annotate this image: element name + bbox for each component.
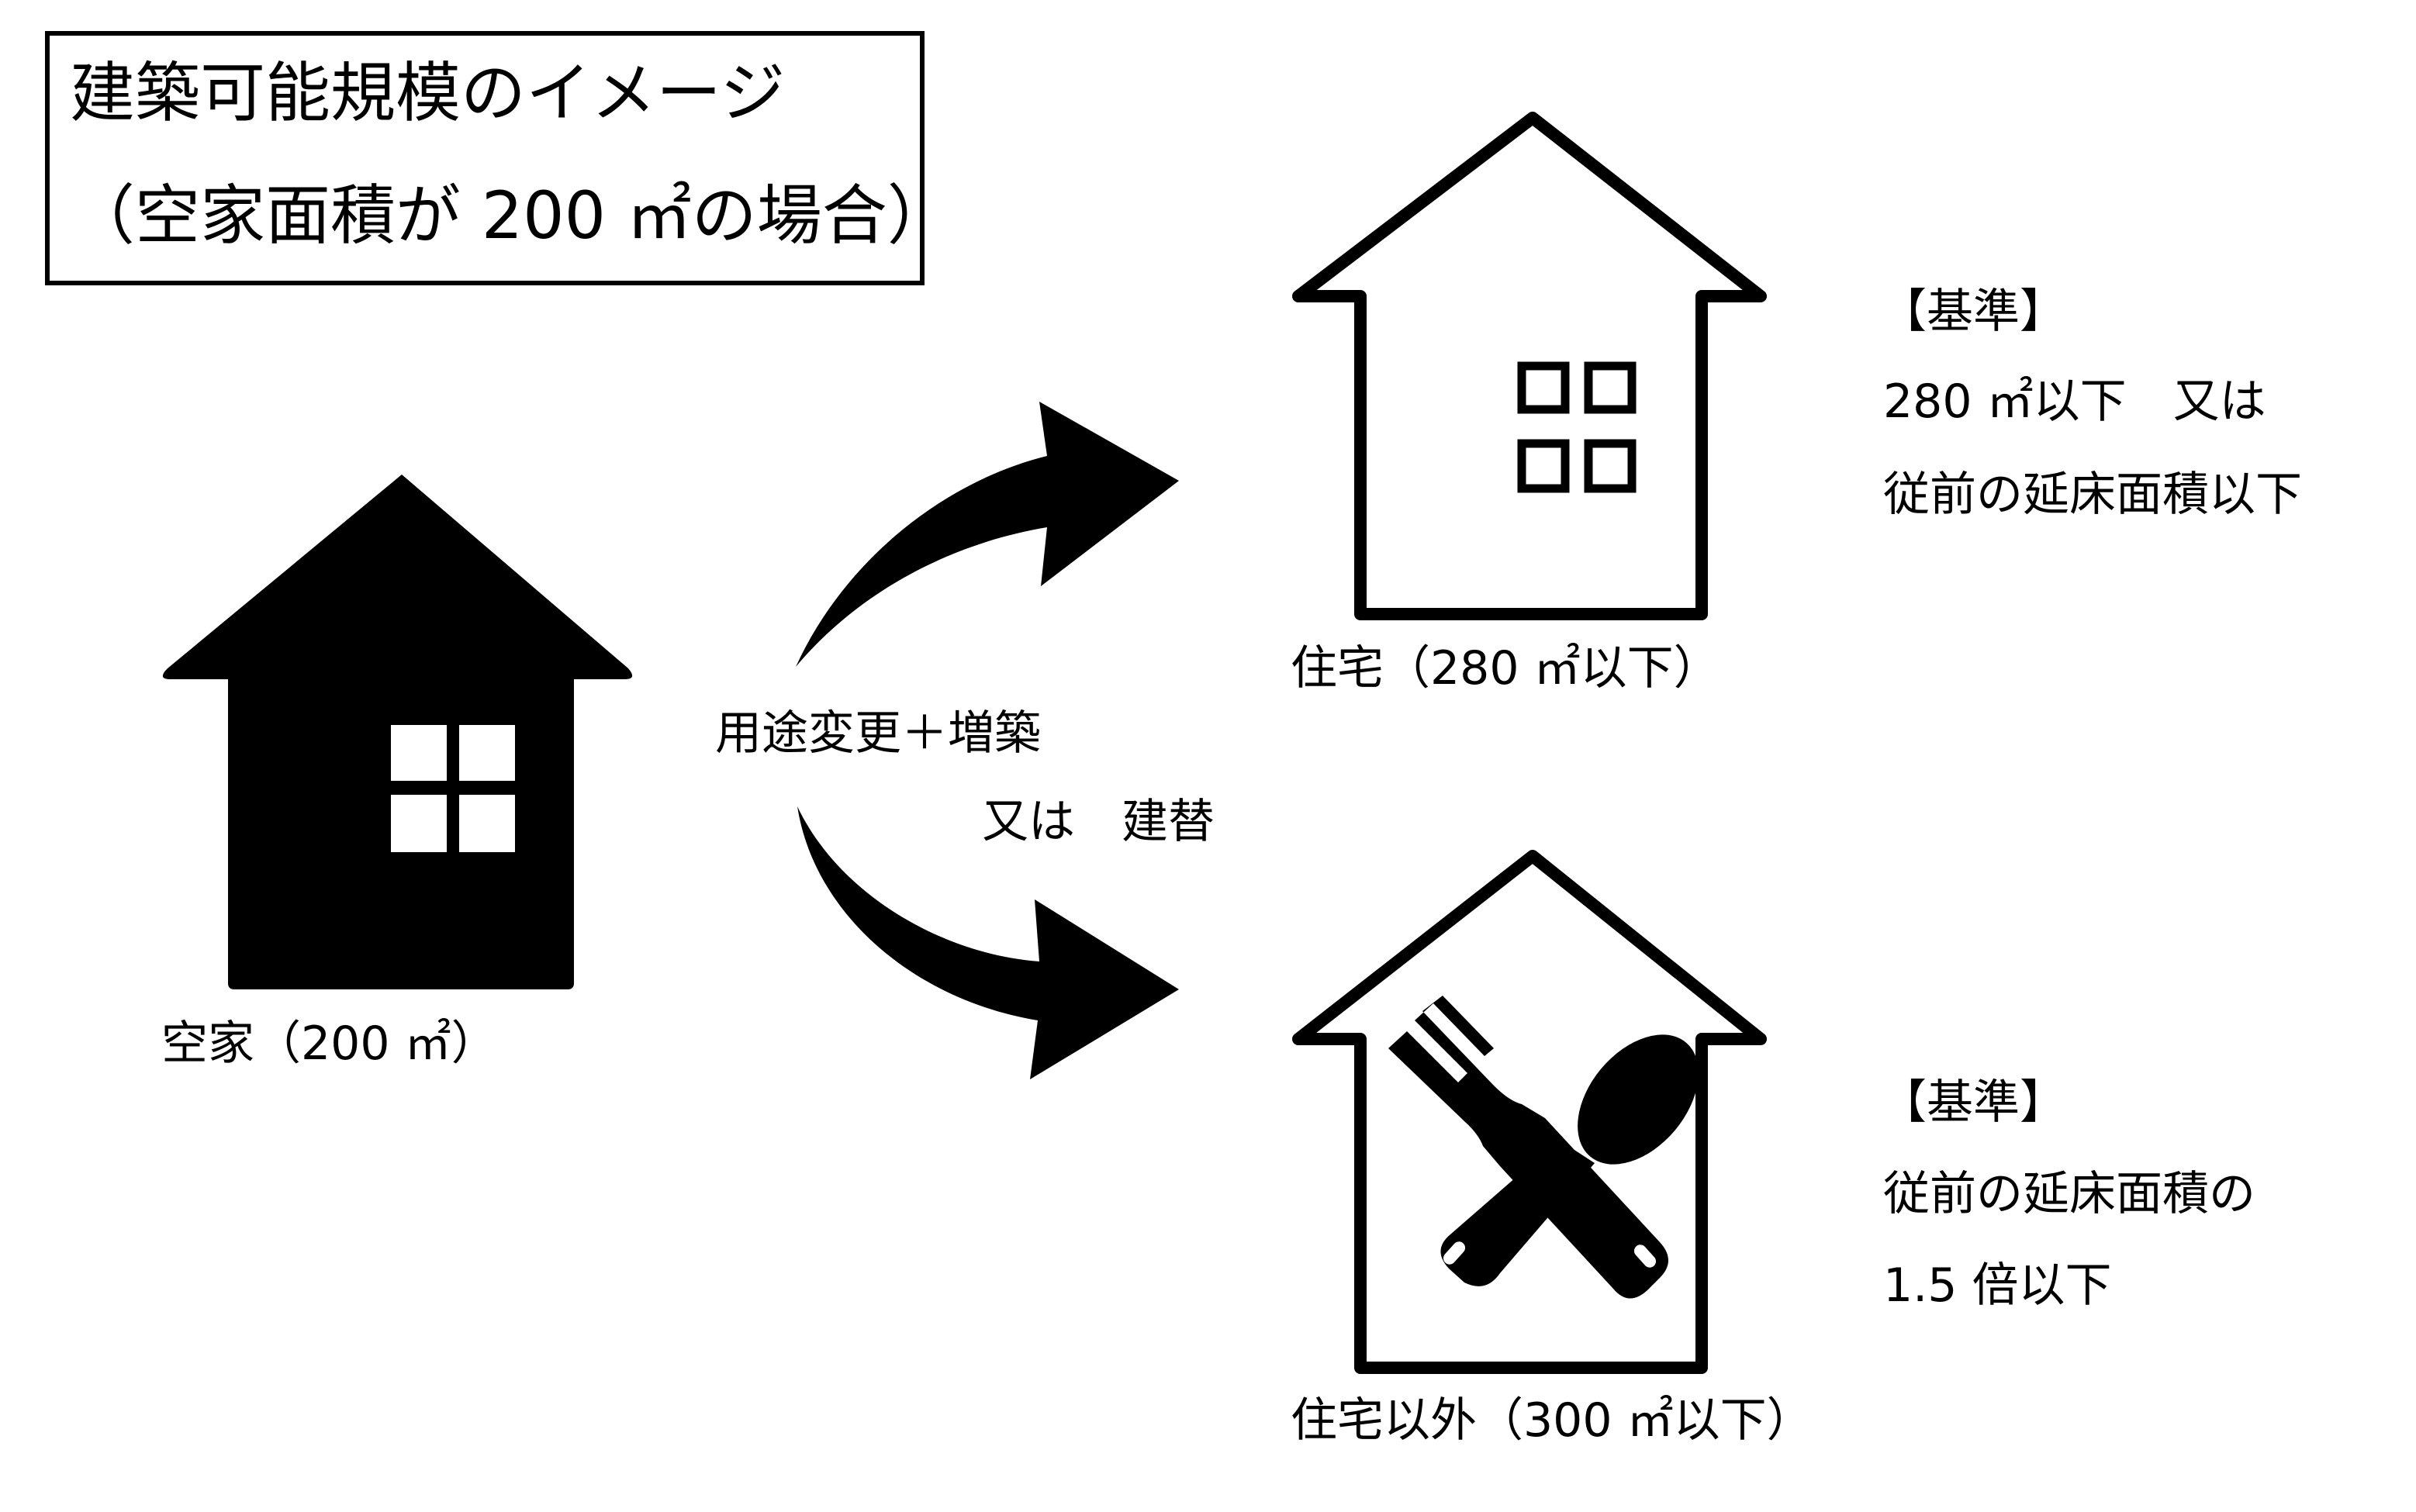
non-residential-criteria-heading: 【基準】 xyxy=(1880,1075,2066,1130)
non-residential-label: 住宅以外（300 ㎡以下） xyxy=(1291,1393,1813,1448)
residential-criteria-heading: 【基準】 xyxy=(1880,285,2066,339)
title-box xyxy=(45,31,925,285)
title-heading: 建築可能規模のイメージ xyxy=(70,55,786,131)
spoon-icon xyxy=(1440,1034,1699,1286)
residential-criteria-line1: 280 ㎡以下 又は xyxy=(1883,375,2266,429)
house-silhouette-icon xyxy=(162,475,633,989)
vacant-house-label: 空家（200 ㎡） xyxy=(161,1017,498,1071)
conversion-label-line1: 用途変更＋増築 xyxy=(715,706,1041,761)
arrow-down-right-icon xyxy=(797,806,1179,1079)
conversion-label-line2: 又は 建替 xyxy=(982,795,1215,849)
title-subheading: （空家面積が 200 ㎡の場合） xyxy=(70,178,952,254)
house-outline-window-icon xyxy=(1292,112,1767,620)
house-outline-fork-spoon-icon xyxy=(1292,850,1767,1374)
fork-icon xyxy=(1388,996,1668,1299)
residential-label: 住宅（280 ㎡以下） xyxy=(1291,641,1720,696)
residential-criteria-line2: 従前の延床面積以下 xyxy=(1883,468,2302,522)
non-residential-criteria-line1: 従前の延床面積の xyxy=(1883,1167,2255,1221)
non-residential-criteria-line2: 1.5 倍以下 xyxy=(1883,1258,2112,1313)
arrow-up-right-icon xyxy=(796,402,1179,667)
